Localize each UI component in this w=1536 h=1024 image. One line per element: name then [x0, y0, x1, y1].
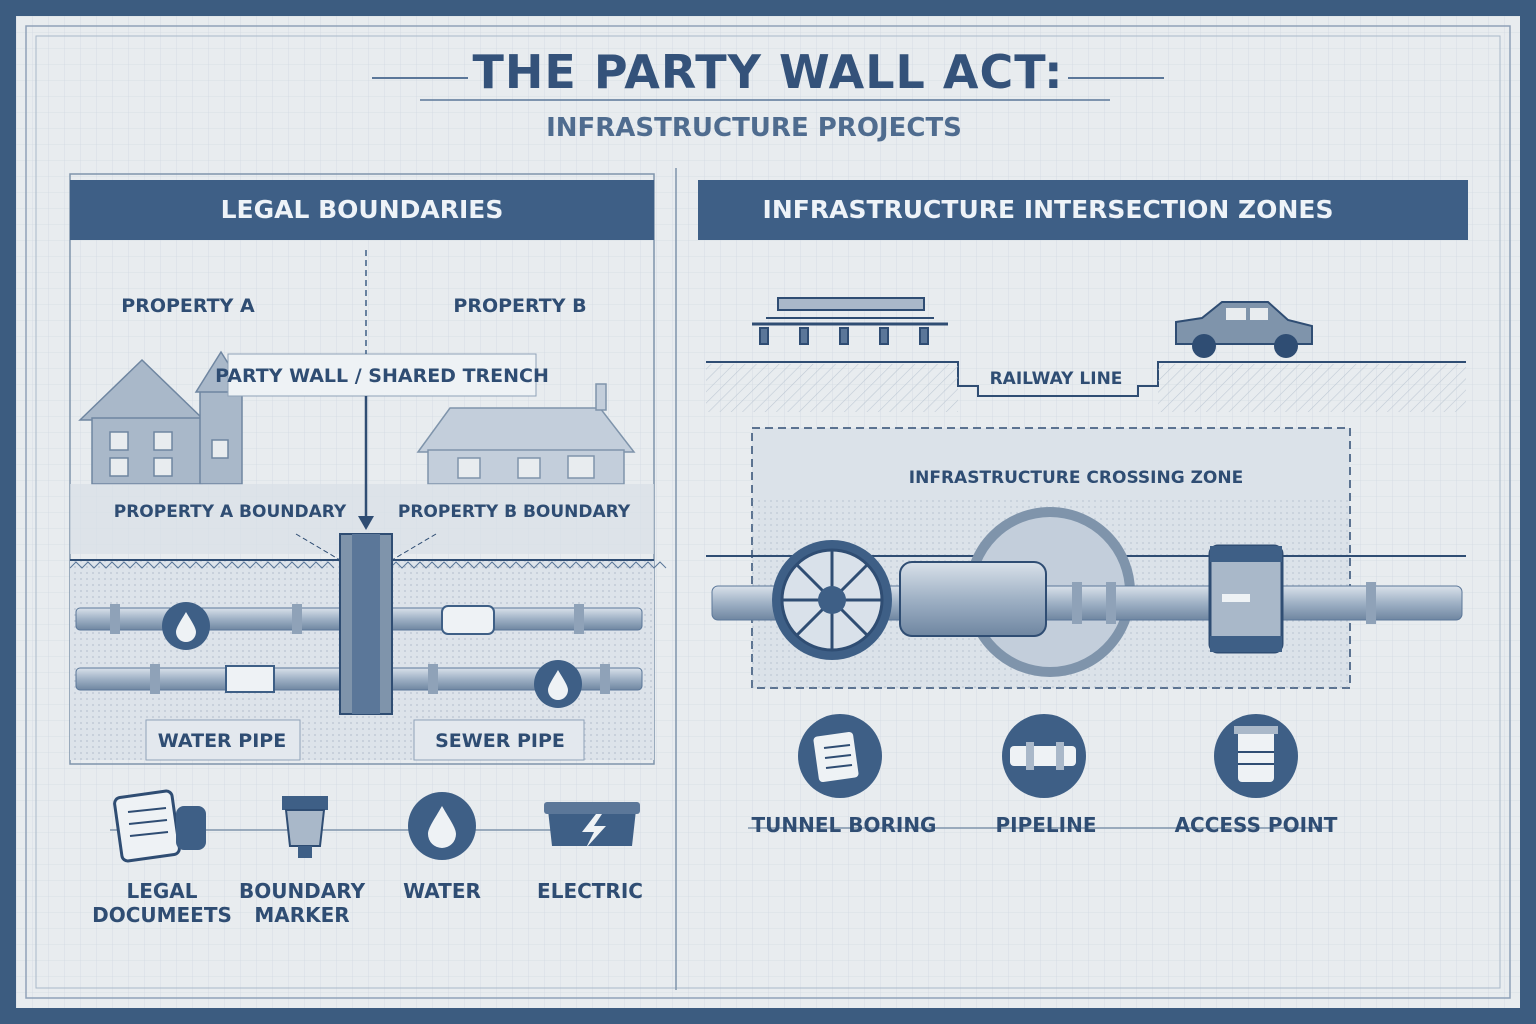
- legal-boundaries-panel: LEGAL BOUNDARIES PROPERTY A PROPERTY B: [69, 173, 667, 927]
- property-b-label: PROPERTY B: [453, 295, 586, 317]
- access-point-icon: [1214, 714, 1298, 798]
- electric-icon: [544, 802, 640, 848]
- water-drop-icon: [408, 792, 476, 860]
- legal-boundaries-banner: [70, 180, 654, 240]
- intersection-zones-heading: INFRASTRUCTURE INTERSECTION ZONES: [763, 195, 1334, 224]
- boundary-marker-label-2: MARKER: [254, 903, 349, 927]
- property-b-boundary-label: PROPERTY B BOUNDARY: [398, 502, 631, 522]
- pipeline-icon: [1002, 714, 1086, 798]
- tunnel-boring-icon: [798, 714, 882, 798]
- legal-documents-icon: [113, 789, 206, 863]
- legal-documents-label: LEGAL: [126, 879, 197, 903]
- house-b-illustration: [416, 383, 636, 485]
- access-point-label: ACCESS POINT: [1175, 813, 1338, 837]
- boundary-marker-label: BOUNDARY: [239, 879, 366, 903]
- car-illustration: [1175, 301, 1313, 358]
- house-a-illustration: [78, 350, 248, 485]
- legal-documents-label-2: DOCUMEETS: [92, 903, 232, 927]
- water-pipe-label: WATER PIPE: [158, 730, 286, 752]
- party-wall-label: PARTY WALL / SHARED TRENCH: [215, 365, 549, 387]
- electric-label: ELECTRIC: [537, 879, 643, 903]
- page-subtitle: INFRASTRUCTURE PROJECTS: [546, 113, 962, 143]
- boundary-marker-icon: [282, 796, 328, 858]
- intersection-zones-banner: [698, 180, 1468, 240]
- tunnel-boring-machine: [772, 540, 892, 660]
- tunnel-boring-label: TUNNEL BORING: [752, 813, 937, 837]
- page-title: THE PARTY WALL ACT:: [473, 45, 1064, 99]
- property-a-boundary-label: PROPERTY A BOUNDARY: [114, 502, 347, 522]
- legal-boundaries-heading: LEGAL BOUNDARIES: [221, 195, 504, 224]
- railway-bridge-illustration: [752, 297, 948, 345]
- property-a-label: PROPERTY A: [121, 295, 255, 317]
- water-label: WATER: [403, 879, 481, 903]
- intersection-zones-panel: INFRASTRUCTURE INTERSECTION ZONES RAILWA…: [698, 180, 1468, 837]
- pipeline-label: PIPELINE: [995, 813, 1096, 837]
- access-shaft: [1208, 544, 1284, 654]
- crossing-zone-label: INFRASTRUCTURE CROSSING ZONE: [909, 468, 1243, 488]
- railway-line-label: RAILWAY LINE: [990, 369, 1123, 389]
- sewer-pipe-label: SEWER PIPE: [435, 730, 565, 752]
